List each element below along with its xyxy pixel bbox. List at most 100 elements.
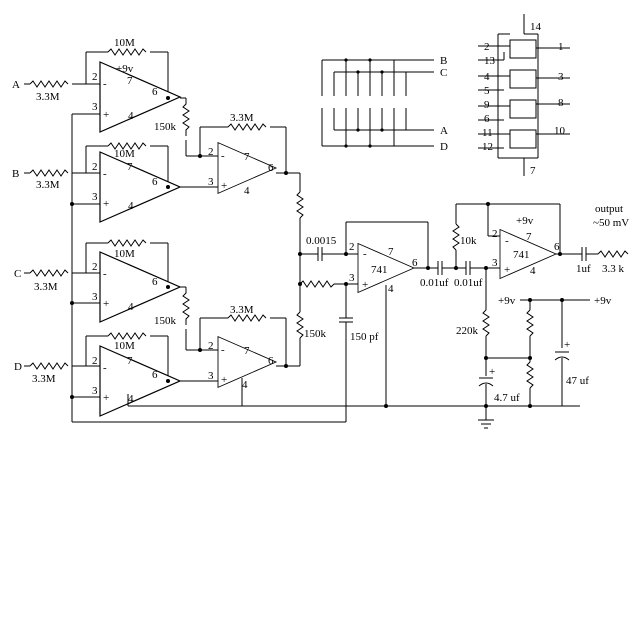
- input-a-stage: A 3.3M 10M +9v 7 2 - 3 + 6 4: [12, 37, 186, 133]
- input-c-resistor-value: 3.3M: [34, 281, 58, 293]
- resistor-3-3m-bottom-value: 3.3M: [230, 304, 254, 316]
- resistor-3-3m-top-value: 3.3M: [230, 112, 254, 124]
- resistor-3-3m-bottom: [227, 314, 267, 322]
- opamp-d-plus: +: [103, 392, 109, 404]
- resistor-10k-value: 10k: [460, 235, 477, 247]
- out-model: 741: [513, 249, 530, 261]
- resistor-mix-top: [296, 191, 304, 219]
- supply-bias: +9v +9v + 47 uf: [127, 295, 612, 408]
- opamp-a-pin7: 7: [127, 75, 133, 87]
- input-d-resistor-value: 3.3M: [32, 373, 56, 385]
- resistor-150k-mix: [296, 311, 304, 339]
- opamp-b-pin6: 6: [152, 176, 158, 188]
- out-pin3: 3: [492, 257, 498, 269]
- gate-4: [509, 129, 537, 149]
- ic-pin4: 4: [484, 71, 490, 83]
- resistor-150k-top: [182, 98, 190, 136]
- opamp-a-supply: +9v: [116, 63, 134, 75]
- resistor-220k-value: 220k: [456, 325, 479, 337]
- bias-rail: [70, 114, 347, 423]
- ic-pin12: 12: [482, 141, 493, 153]
- ic-pin9: 9: [484, 99, 490, 111]
- sum-top-minus: -: [221, 150, 225, 162]
- switch-label-d: D: [440, 141, 448, 153]
- opamp-c-pin6: 6: [152, 276, 158, 288]
- input-c-label: C: [14, 268, 21, 280]
- opamp-c-pin2: 2: [92, 261, 98, 273]
- feedback-resistor-d: [107, 332, 147, 340]
- switch-matrix: B C A D: [321, 55, 448, 153]
- mixer-pin6: 6: [412, 257, 418, 269]
- opamp-d-pin3: 3: [92, 385, 98, 397]
- resistor-divider-bottom: [526, 361, 534, 389]
- opamp-c-minus: -: [103, 268, 107, 280]
- resistor-3-3m-top: [227, 123, 267, 131]
- ic-pin8: 8: [558, 97, 564, 109]
- resistor-10k: [452, 223, 460, 251]
- opamp-c-pin3: 3: [92, 291, 98, 303]
- mixer-plus: +: [362, 279, 368, 291]
- mixer-pin7: 7: [388, 246, 394, 258]
- cap-4-7uf-value: 4.7 uf: [494, 392, 520, 404]
- opamp-d-pin4: 4: [128, 393, 134, 405]
- switch-label-a: A: [440, 125, 448, 137]
- sum-top-pin4: 4: [244, 185, 250, 197]
- summer-top: 150k 3.3M 2 - 7 3 + 6 4: [154, 98, 300, 197]
- out-minus: -: [505, 235, 509, 247]
- cap-001a-value: 0.01uf: [420, 277, 449, 289]
- input-b-resistor-value: 3.3M: [36, 179, 60, 191]
- opamp-d-pin7: 7: [127, 355, 133, 367]
- opamp-d-pin6: 6: [152, 369, 158, 381]
- opamp-b-pin4: 4: [128, 200, 134, 212]
- mixer-pin4: 4: [388, 283, 394, 295]
- logic-ic: 14 7 2 13 1 4 5 3 9 6 8 11 12: [478, 14, 570, 177]
- input-d-resistor: [29, 362, 69, 370]
- input-b-resistor: [29, 169, 69, 177]
- feedback-resistor-b-value: 10M: [114, 148, 135, 160]
- summer-bottom: 150k 3.3M 2 - 7 3 + 6 4: [154, 287, 300, 406]
- switch-label-c: C: [440, 67, 447, 79]
- out-plus: +: [504, 264, 510, 276]
- input-c-resistor: [29, 269, 69, 277]
- input-b-stage: B 3.3M 10M 7 2 - 3 + 6 4: [12, 142, 218, 223]
- opamp-a-pin6: 6: [152, 86, 158, 98]
- input-a-label: A: [12, 79, 20, 91]
- gate-2: [509, 69, 537, 89]
- opamp-a-minus: -: [103, 78, 107, 90]
- output-level: ~50 mV: [593, 217, 629, 229]
- input-a-resistor: [29, 80, 69, 88]
- out-pin6: 6: [554, 241, 560, 253]
- mixer-pin2: 2: [349, 241, 355, 253]
- resistor-150k-top-value: 150k: [154, 121, 177, 133]
- resistor-divider-top: [526, 309, 534, 337]
- cap-4-7-plus: +: [489, 366, 495, 378]
- sum-top-pin2: 2: [208, 146, 214, 158]
- sum-bottom-minus: -: [221, 344, 225, 356]
- cap-1uf-value: 1uf: [576, 263, 591, 275]
- feedback-resistor-a: [107, 48, 147, 56]
- feedback-resistor-c: [107, 239, 147, 247]
- ic-pin10: 10: [554, 125, 566, 137]
- gate-1: [509, 39, 537, 59]
- opamp-c-pin4: 4: [128, 301, 134, 313]
- cap-150pf-value: 150 pf: [350, 331, 379, 343]
- ic-pin7: 7: [530, 165, 536, 177]
- out-pin7: 7: [526, 231, 532, 243]
- resistor-150k-bottom-value: 150k: [154, 315, 177, 327]
- supply-9v-right: +9v: [594, 295, 612, 307]
- sum-bottom-pin2: 2: [208, 340, 214, 352]
- feedback-resistor-a-value: 10M: [114, 37, 135, 49]
- ic-pin1: 1: [558, 41, 564, 53]
- out-supply: +9v: [516, 215, 534, 227]
- opamp-d-pin2: 2: [92, 355, 98, 367]
- resistor-3-3k-output: [597, 250, 629, 258]
- resistor-220k: [482, 309, 490, 337]
- ic-pin13: 13: [484, 55, 496, 67]
- opamp-b-plus: +: [103, 198, 109, 210]
- opamp-b-pin2: 2: [92, 161, 98, 173]
- opamp-a-pin4: 4: [128, 110, 134, 122]
- gate-3: [509, 99, 537, 119]
- sum-bottom-pin7: 7: [244, 345, 250, 357]
- cap-47-plus: +: [564, 339, 570, 351]
